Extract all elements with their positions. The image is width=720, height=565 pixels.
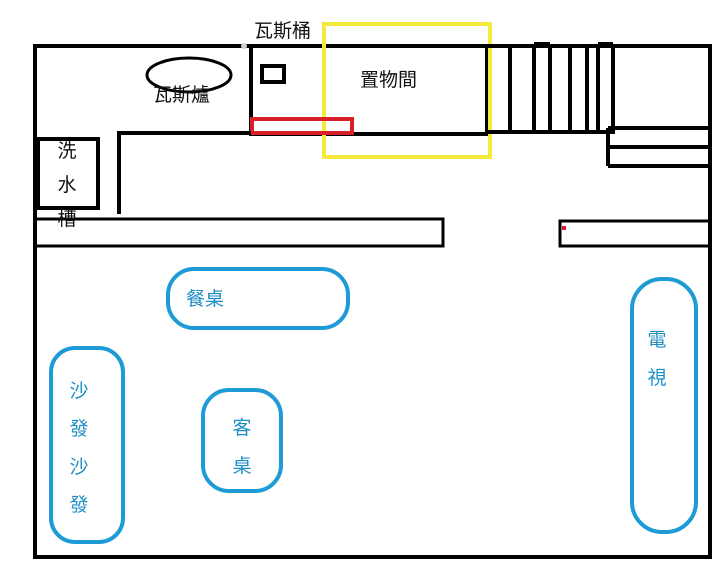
- stairs: [487, 42, 710, 134]
- storage-room-label: 置物間: [360, 69, 418, 91]
- sink-box: [36, 137, 100, 210]
- partition-wall-left: [33, 217, 445, 248]
- gas-stove-label: 瓦斯爐: [153, 84, 211, 106]
- gas-tank-label: 瓦斯桶: [254, 20, 312, 42]
- gas-tank-marker: [241, 43, 247, 49]
- red-marker: [250, 117, 354, 135]
- tv: [630, 277, 698, 534]
- partition-wall-right: [558, 219, 712, 248]
- sofa: [49, 346, 125, 544]
- coffee-table-label: 客桌: [232, 417, 252, 477]
- dining-table-label: 餐桌: [186, 288, 225, 310]
- storage-highlight: [322, 22, 492, 159]
- red-dot: [562, 226, 566, 230]
- storage-room: [249, 44, 489, 136]
- stair-landing: [606, 126, 710, 168]
- gas-tank-box: [260, 64, 286, 84]
- kitchen-counter: [117, 131, 251, 214]
- dining-table: [166, 267, 350, 330]
- tv-label: 電視: [647, 329, 667, 389]
- outer-wall: [33, 44, 712, 559]
- sink-label: 洗水槽: [57, 140, 77, 230]
- gas-stove-burner: [145, 56, 233, 94]
- coffee-table: [201, 388, 283, 493]
- sofa-label: 沙發沙發: [69, 380, 89, 516]
